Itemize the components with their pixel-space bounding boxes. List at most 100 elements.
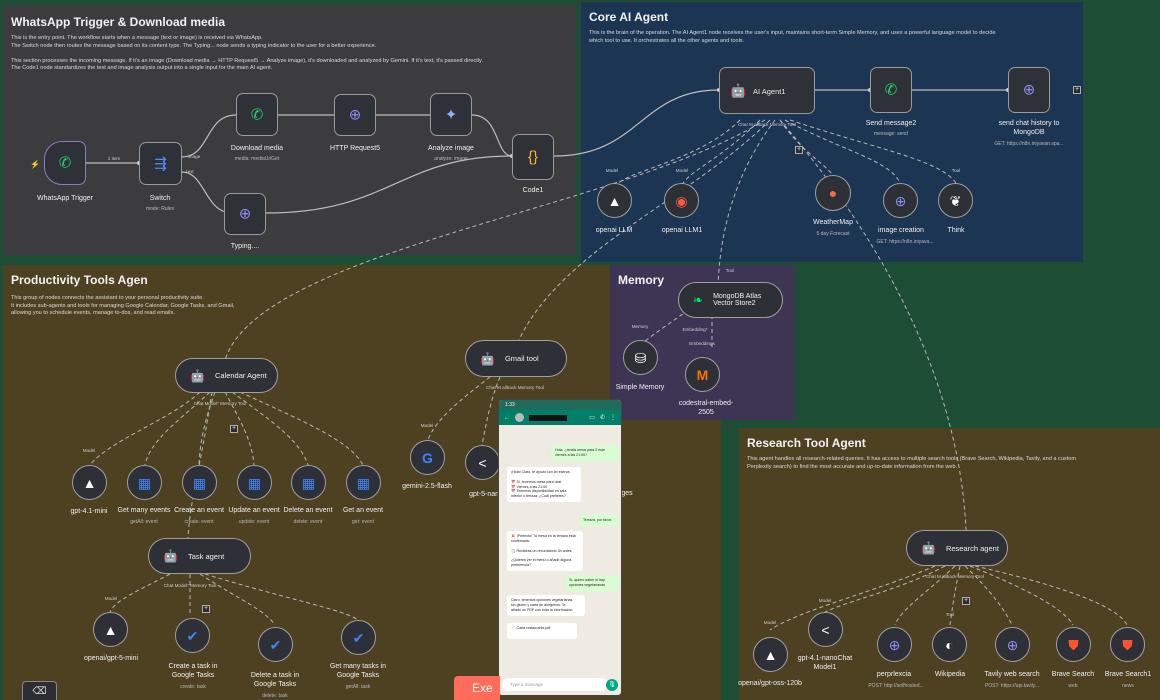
wikipedia-icon: ◐ xyxy=(945,636,954,653)
perplexity-node[interactable]: ⊕ xyxy=(877,627,912,662)
note-research-desc: This agent handles all research-related … xyxy=(747,456,1077,470)
brave-search-sub: web xyxy=(1068,683,1078,689)
pdf-attachment: 📄 Carta restaurante.pdf xyxy=(507,623,577,639)
http-request5-node[interactable]: ⊕ xyxy=(334,94,376,136)
openai-llm1-node[interactable]: ◉ xyxy=(664,183,699,218)
openai-llm-label: openai LLM xyxy=(595,227,633,234)
phone-call-icon: ✆ xyxy=(599,415,605,421)
google-calendar-icon: ▦ xyxy=(356,474,371,491)
get-many-events-sub: getAll: event xyxy=(130,519,158,525)
gmail-tool-label: Gmail tool xyxy=(504,354,539,363)
get-many-tasks-node[interactable]: ✔ xyxy=(341,620,376,655)
wikipedia-node[interactable]: ◐ xyxy=(932,627,967,662)
google-tasks-icon: ✔ xyxy=(352,629,365,646)
gemini-node[interactable]: G xyxy=(410,440,445,475)
research-agent-node[interactable]: 🤖 Research agent xyxy=(906,530,1008,566)
chat-message: 🎉 ¡Perfecto! Tu mesa en la terraza está … xyxy=(507,531,583,571)
add-research-tool-button[interactable]: + xyxy=(962,597,970,605)
delete-task-node[interactable]: ✔ xyxy=(258,627,293,662)
analyze-image-node[interactable]: ✦ xyxy=(430,93,472,136)
typing-node[interactable]: ⊕ xyxy=(224,193,266,235)
calendar-agent-ports: Chat Model* Memory Tool xyxy=(193,401,247,406)
send-message2-label: Send message2 xyxy=(865,120,917,127)
image-creation-label: image creation xyxy=(878,227,924,234)
openai-llm1-tag: Model xyxy=(675,168,689,173)
create-task-sub: create: task xyxy=(180,684,206,690)
mic-icon: 🎙 xyxy=(606,679,618,691)
google-calendar-icon: ▦ xyxy=(247,474,262,491)
task-agent-node[interactable]: 🤖 Task agent xyxy=(148,538,251,574)
add-tool-button[interactable]: + xyxy=(795,146,803,154)
gpt5mini-label: openai/gpt-5-mini xyxy=(83,655,139,662)
codestral-label: codestral-embed- 2505 xyxy=(678,400,734,416)
get-event-node[interactable]: ▦ xyxy=(346,465,381,500)
message-input-placeholder: Type a message xyxy=(510,682,544,687)
note-research: Research Tool Agent This agent handles a… xyxy=(739,426,1160,471)
code1-label: Code1 xyxy=(522,187,544,194)
chat-header: ← ▭ ✆ ⋮ xyxy=(499,410,621,425)
robot-icon: 🤖 xyxy=(921,541,936,555)
calendar-agent-node[interactable]: 🤖 Calendar Agent xyxy=(175,358,278,393)
mistral-icon: M xyxy=(696,366,709,383)
chat-message: Hola, ¿tenéis mesa para 2 este viernes a… xyxy=(551,445,619,461)
get-many-events-node[interactable]: ▦ xyxy=(127,465,162,500)
update-event-node[interactable]: ▦ xyxy=(237,465,272,500)
gpt41nano-node[interactable]: < xyxy=(808,612,843,647)
task-agent-ports: Chat Model* Memory Tool xyxy=(163,583,217,588)
brave-search1-node[interactable]: ⛊ xyxy=(1110,627,1145,662)
add-task-tool-button[interactable]: + xyxy=(202,605,210,613)
ai-agent1-node[interactable]: 🤖 AI Agent1 xyxy=(719,67,815,114)
globe-icon: ⊕ xyxy=(894,192,907,209)
gpt41mini-node[interactable]: ▲ xyxy=(72,465,107,500)
robot-icon: 🤖 xyxy=(163,549,178,563)
google-calendar-icon: ▦ xyxy=(301,474,316,491)
switch-node[interactable]: ⇶ xyxy=(139,142,182,185)
whatsapp-trigger-node[interactable]: ✆ xyxy=(44,141,86,185)
gpt5mini-tag: Model xyxy=(104,596,118,601)
image-creation-sub: GET: https://n8n.iniyava... xyxy=(876,239,934,245)
brain-icon: ❦ xyxy=(949,192,962,209)
send-message2-node[interactable]: ✆ xyxy=(870,67,912,113)
globe-icon: ⊕ xyxy=(348,106,362,124)
simple-memory-node[interactable]: ⛁ xyxy=(623,340,658,375)
add-node-button[interactable]: + xyxy=(1073,86,1081,94)
redacted-contact-name xyxy=(529,414,567,421)
robot-icon: 🤖 xyxy=(190,368,205,383)
think-node[interactable]: ❦ xyxy=(938,183,973,218)
chat-message: Claro, tenemos opciones vegetarianas, si… xyxy=(507,595,585,616)
brave-lion-icon: ⛊ xyxy=(1068,636,1079,653)
gpt5nano-node[interactable]: < xyxy=(465,445,500,480)
weathermap-node[interactable]: ● xyxy=(815,175,851,211)
codestral-node[interactable]: M xyxy=(685,357,720,392)
mongodb-atlas-node[interactable]: ❧ MongoDB Atlas Vector Store2 xyxy=(678,282,783,318)
execute-workflow-label: Exe xyxy=(472,681,493,695)
gpt-oss-node[interactable]: ▲ xyxy=(753,637,788,672)
execute-workflow-button[interactable]: Exe xyxy=(454,676,500,700)
google-icon: G xyxy=(422,449,433,466)
code1-node[interactable]: {} xyxy=(512,134,554,180)
send-chat-history-node[interactable]: ⊕ xyxy=(1008,67,1050,113)
note-core-desc: This is the brain of the operation. The … xyxy=(589,30,996,44)
brave-search-node[interactable]: ⛊ xyxy=(1056,627,1091,662)
calendar-agent-label: Calendar Agent xyxy=(214,371,267,380)
gmail-tool-node[interactable]: 🤖 Gmail tool xyxy=(465,340,567,377)
note-core: Core AI Agent This is the brain of the o… xyxy=(581,0,1083,45)
code-braces-icon: {} xyxy=(527,148,539,166)
openai-icon: ▲ xyxy=(607,192,622,209)
mongodb-leaf-icon: ❧ xyxy=(693,293,704,307)
weathermap-label: WeatherMap xyxy=(813,219,853,226)
zoom-tools-button[interactable]: ⌫ xyxy=(22,681,57,700)
add-calendar-tool-button[interactable]: + xyxy=(230,425,238,433)
create-task-node[interactable]: ✔ xyxy=(175,618,210,653)
tavily-label: Tavily web search xyxy=(984,671,1040,678)
openai-llm-node[interactable]: ▲ xyxy=(597,183,632,218)
gpt5nano-label: gpt-5-nano xyxy=(469,491,503,498)
globe-icon: ⊕ xyxy=(888,636,901,653)
image-creation-node[interactable]: ⊕ xyxy=(883,183,918,218)
tavily-node[interactable]: ⊕ xyxy=(995,627,1030,662)
download-media-node[interactable]: ✆ xyxy=(236,93,278,136)
create-event-node[interactable]: ▦ xyxy=(182,465,217,500)
think-label: Think xyxy=(947,227,965,234)
delete-event-node[interactable]: ▦ xyxy=(291,465,326,500)
gpt5mini-node[interactable]: ▲ xyxy=(93,612,128,647)
